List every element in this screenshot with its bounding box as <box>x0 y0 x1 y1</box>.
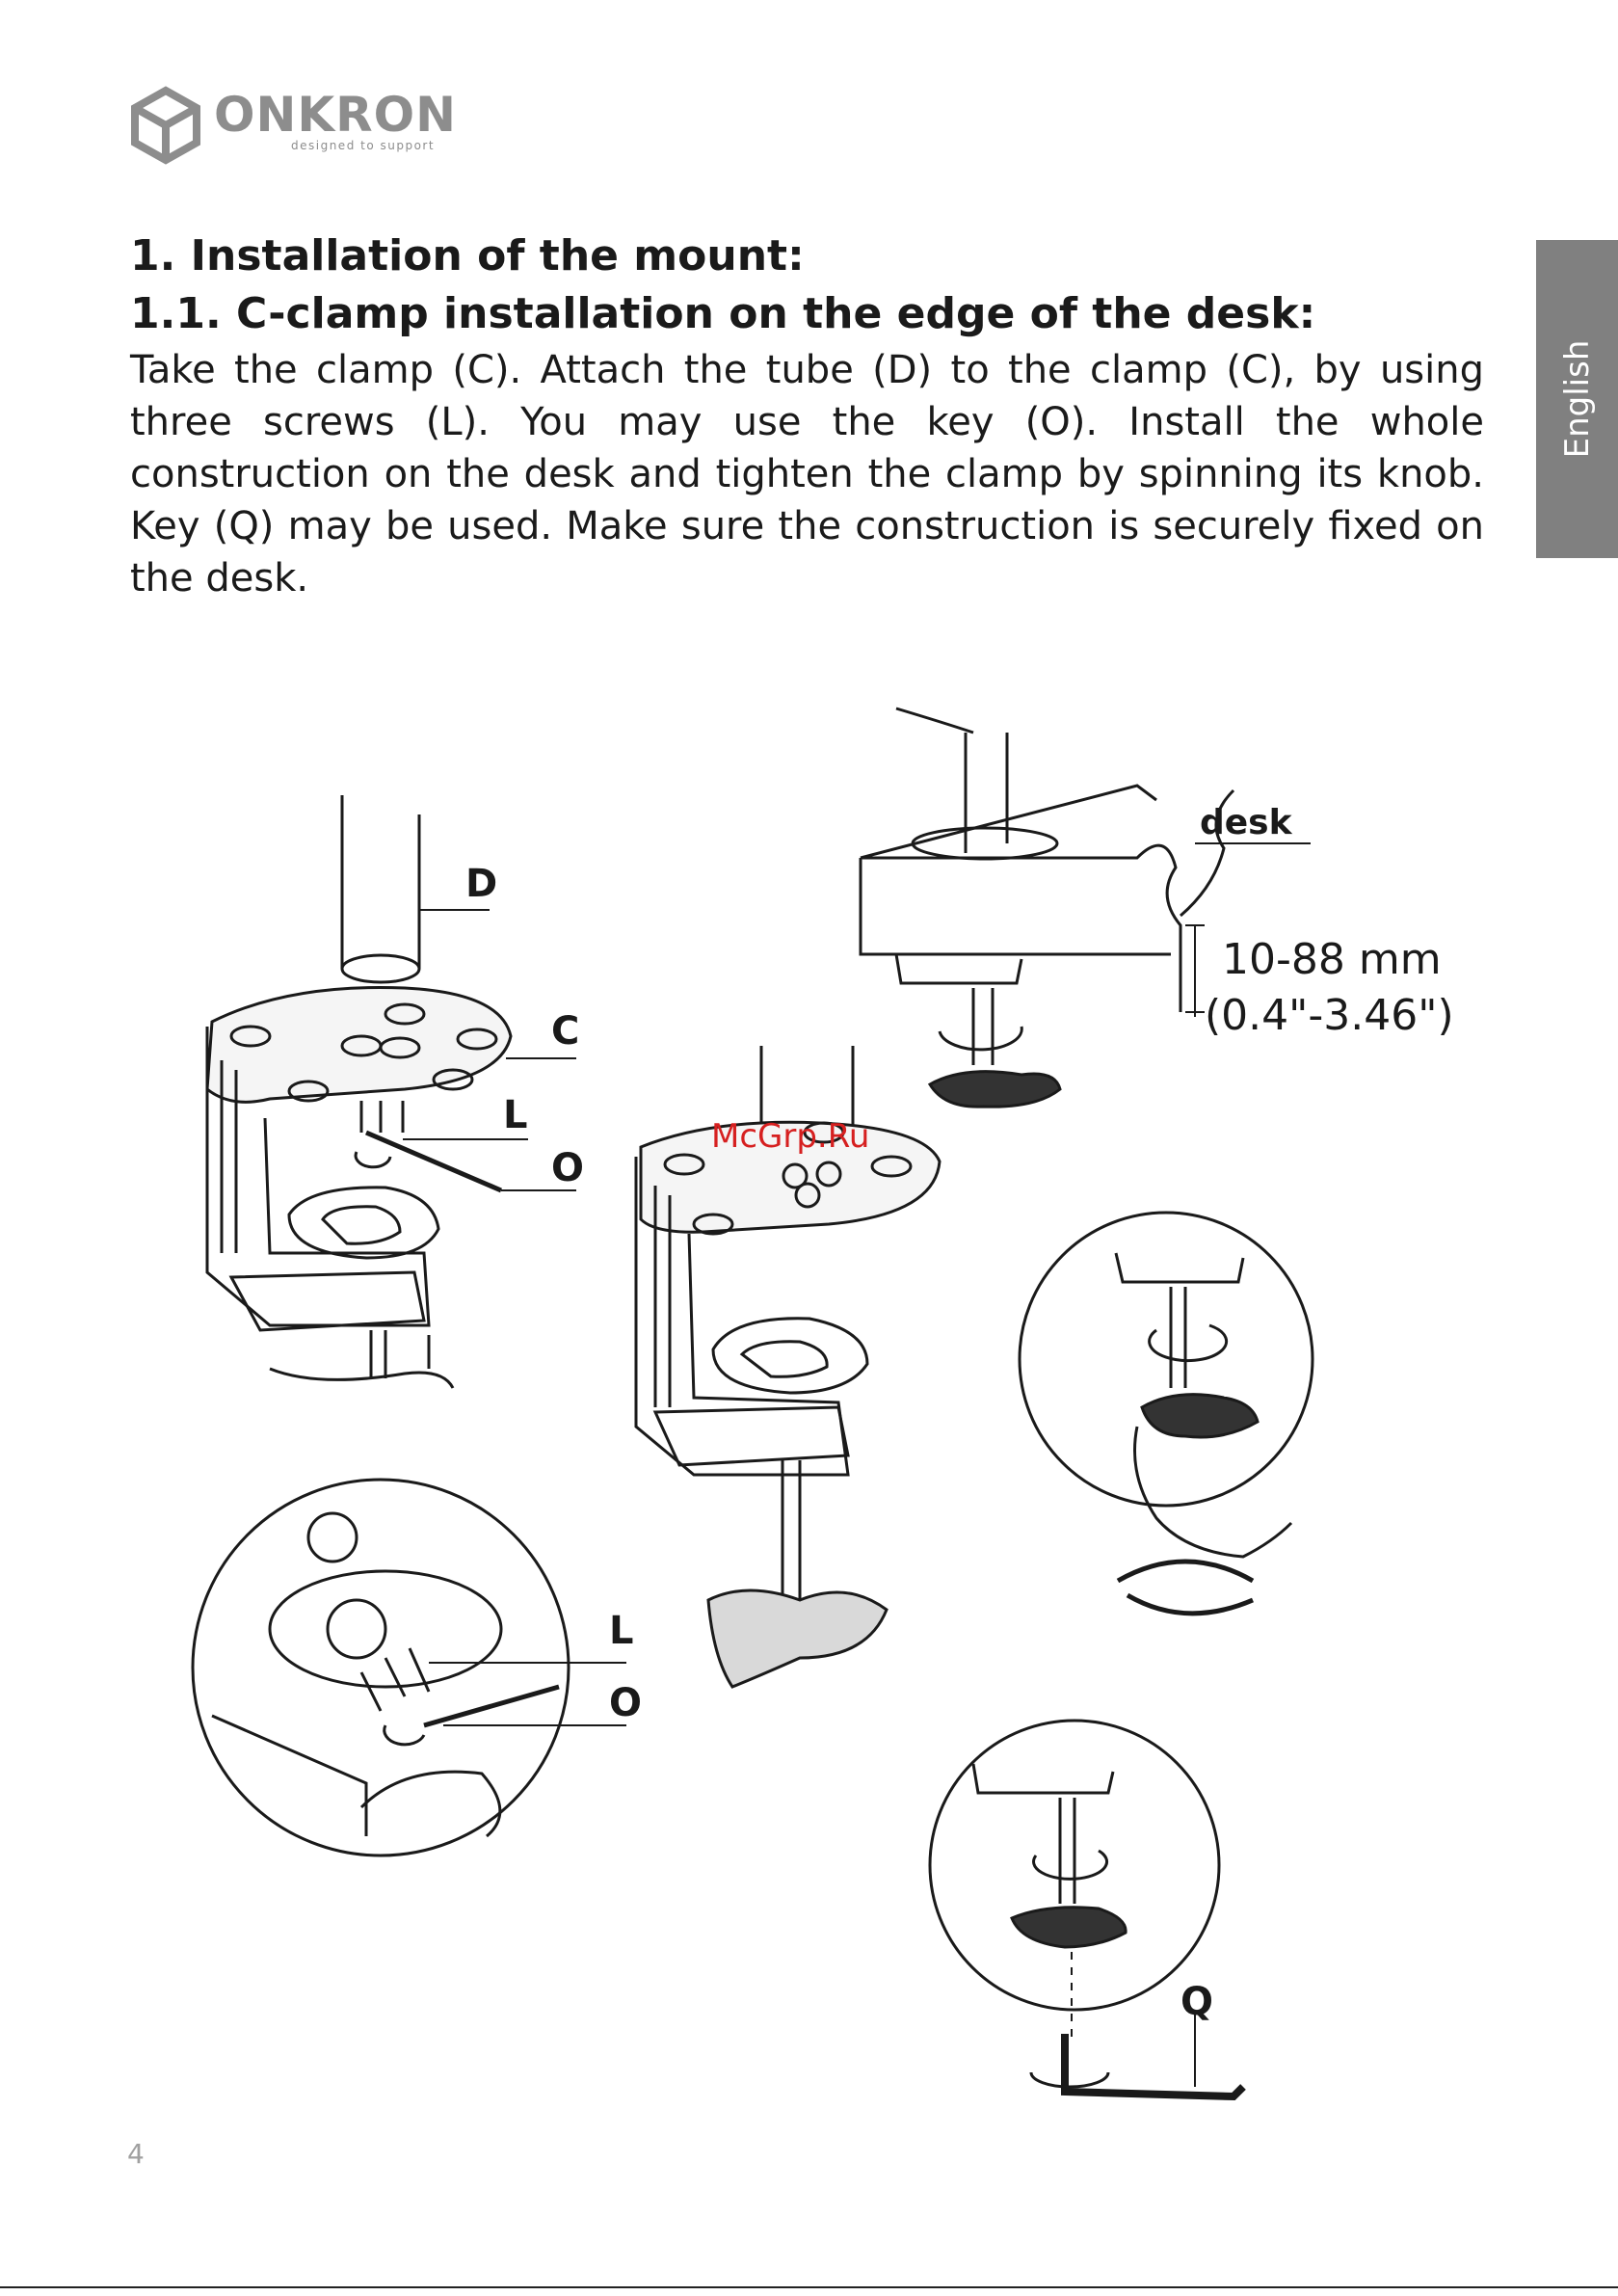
page-number: 4 <box>127 2138 145 2170</box>
tube-and-clamp-exploded <box>205 795 513 1389</box>
label-c: C <box>551 1009 579 1054</box>
desk-mounted-view <box>859 707 1235 1108</box>
label-q: Q <box>1180 1980 1213 2024</box>
bottom-divider <box>0 2286 1618 2288</box>
label-thickness-in: (0.4"-3.46") <box>1205 991 1454 1040</box>
clamp-assembled <box>634 1046 942 1689</box>
instruction-paragraph: Take the clamp (C). Attach the tube (D) … <box>130 348 1484 601</box>
label-d: D <box>465 862 497 906</box>
label-desk: desk <box>1200 803 1293 842</box>
installation-illustration: D C L O L O Q desk 10-88 mm (0.4"-3.46")… <box>191 707 1454 2101</box>
watermark: McGrp.Ru <box>711 1117 869 1156</box>
label-o: O <box>551 1146 584 1190</box>
label-thickness-mm: 10-88 mm <box>1222 935 1442 984</box>
language-label: English <box>1557 339 1597 459</box>
brand-name: ONKRON <box>214 87 457 143</box>
label-l: L <box>503 1093 528 1137</box>
hand-tightening-circle <box>1018 1211 1314 1616</box>
brand-tagline: designed to support <box>291 139 436 152</box>
section-heading: 1. Installation of the mount: <box>130 231 805 280</box>
label-l-detail: L <box>609 1609 634 1653</box>
language-tab: English <box>1536 240 1618 558</box>
label-o-detail: O <box>609 1681 642 1725</box>
section-subheading: 1.1. C-clamp installation on the edge of… <box>130 289 1316 338</box>
key-q-detail-circle <box>928 1719 1246 2101</box>
screw-detail-circle <box>191 1478 626 1857</box>
logo-cube-icon <box>131 86 200 165</box>
onkron-logo: ONKRON designed to support <box>125 81 456 168</box>
